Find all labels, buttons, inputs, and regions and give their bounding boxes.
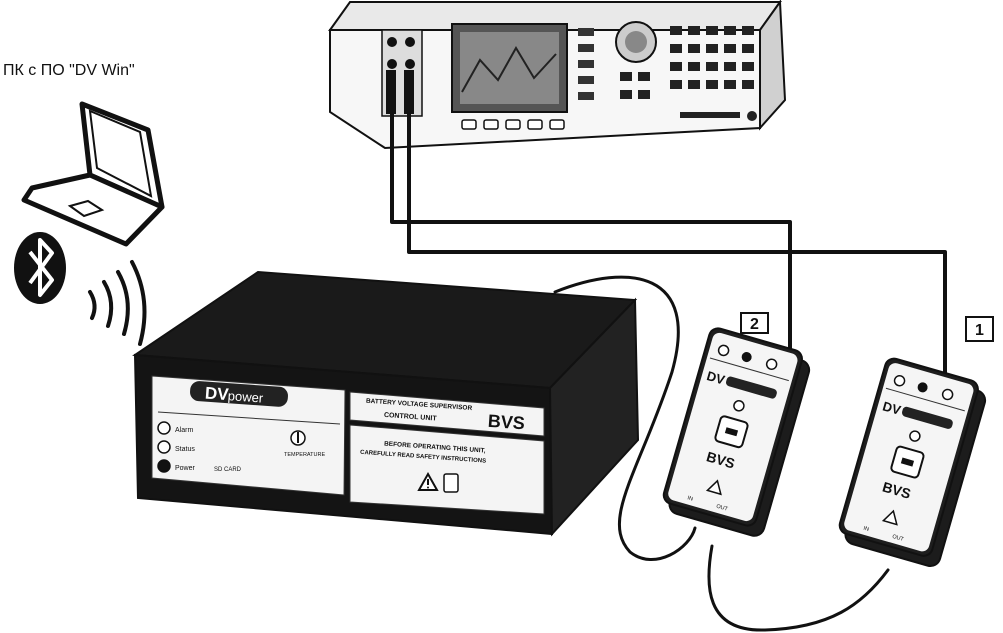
svg-text:IN: IN (863, 526, 870, 533)
cable-to-sensor-2 (390, 112, 792, 350)
indicator-alarm: Alarm (157, 421, 193, 435)
cables (390, 112, 947, 632)
sensor-1-brand: DV (881, 398, 903, 417)
control-unit: DV power Alarm Status Power SD CARD TEMP… (132, 270, 640, 537)
pc-caption: ПК с ПО "DV Win" (3, 62, 135, 79)
svg-text:Power: Power (175, 465, 196, 472)
temperature-label: TEMPERATURE (284, 452, 325, 458)
sd-card-label: SD CARD (214, 467, 242, 473)
header-line-2: CONTROL UNIT (384, 412, 438, 423)
sensor-2-number-tag: 2 (740, 312, 769, 334)
sensor-2: DV BVS IN OUT (662, 327, 811, 537)
cable-to-sensor-1 (407, 112, 947, 380)
sensor-1-number-tag: 1 (965, 316, 994, 342)
indicator-power: Power (157, 459, 196, 473)
indicator-status: Status (157, 440, 195, 454)
sensor-1-model: BVS (881, 479, 913, 502)
laptop-icon (21, 101, 165, 247)
svg-text:1: 1 (975, 322, 984, 339)
wireless-signal-icon (88, 260, 147, 346)
svg-text:Status: Status (175, 446, 195, 453)
book-icon (443, 473, 459, 493)
cable-control-to-sensor-2-loop (553, 275, 697, 561)
sensor-2-model: BVS (705, 448, 737, 471)
svg-text:IN: IN (687, 495, 694, 502)
measurement-instrument (328, 0, 787, 150)
bluetooth-icon (14, 232, 66, 304)
svg-text:Alarm: Alarm (175, 427, 193, 434)
control-unit-header-panel (349, 391, 545, 437)
control-unit-warning-panel (349, 424, 545, 515)
control-unit-brand-word: power (227, 388, 264, 405)
control-unit-model: BVS (487, 411, 525, 434)
svg-text:OUT: OUT (891, 534, 904, 543)
control-unit-brand-prefix: DV (204, 384, 230, 405)
sensor-2-brand: DV (705, 368, 727, 387)
cable-sensor2-to-sensor1 (707, 544, 890, 632)
control-unit-left-panel (151, 375, 346, 496)
warning-icon (417, 471, 439, 491)
sensor-1: DV BVS IN OUT (838, 357, 987, 568)
svg-text:2: 2 (750, 316, 759, 333)
svg-text:OUT: OUT (715, 504, 728, 513)
